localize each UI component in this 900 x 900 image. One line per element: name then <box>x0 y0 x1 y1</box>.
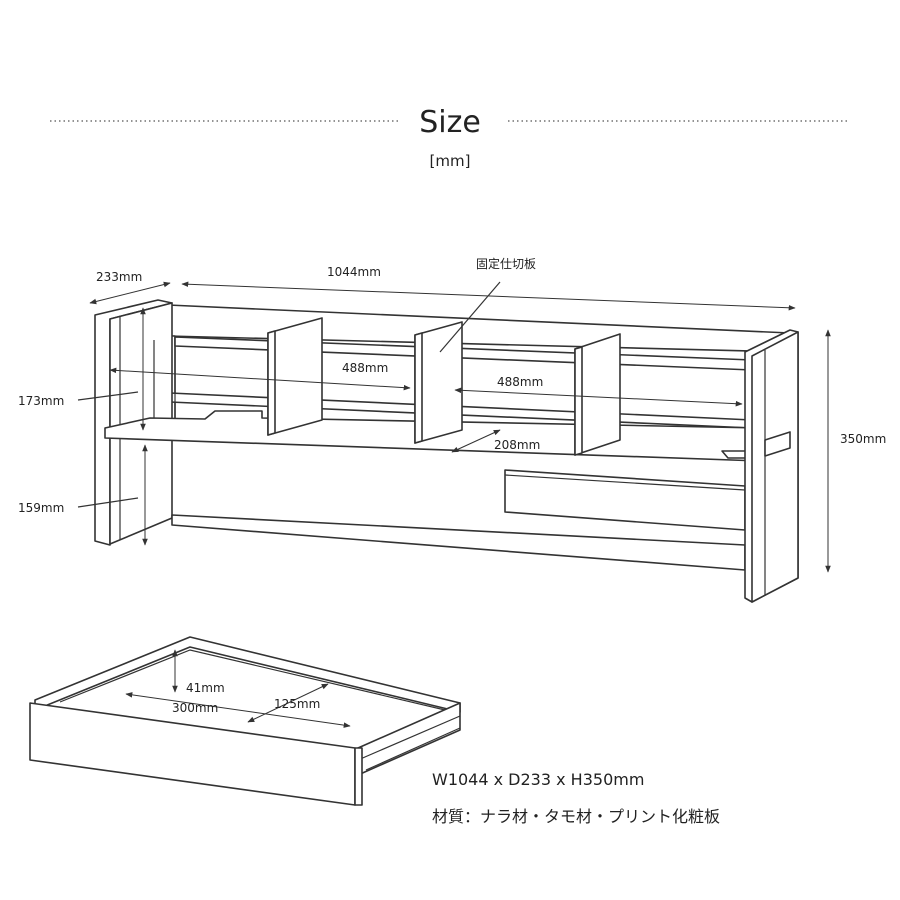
unit-label: [mm] <box>430 152 471 170</box>
label-upper-height: 173mm <box>18 394 64 408</box>
label-compartment-right: 488mm <box>497 375 543 389</box>
drawer-right-wall <box>357 702 461 776</box>
dim-compartment-left-line <box>109 367 411 391</box>
label-fixed-partition: 固定仕切板 <box>476 256 536 271</box>
shelf-illustration <box>94 299 799 603</box>
dim-compartment-right-line <box>454 387 743 407</box>
drawer-illustration <box>29 636 461 806</box>
label-drawer-depth: 125mm <box>274 697 320 711</box>
spec-material: 材質：ナラ材・タモ材・プリント化粧板 <box>432 807 720 826</box>
label-shelf-depth: 208mm <box>494 438 540 452</box>
drawer-front-panel <box>29 702 356 806</box>
dim-depth-line <box>89 281 171 305</box>
page-title: Size <box>419 105 481 140</box>
spec-dimensions: W1044 x D233 x H350mm <box>432 770 644 789</box>
drawer-front <box>504 469 746 531</box>
label-lower-height: 159mm <box>18 501 64 515</box>
label-compartment-left: 488mm <box>342 361 388 375</box>
label-width: 1044mm <box>327 265 381 279</box>
leader-fixed-partition <box>439 281 501 353</box>
drawer-back-wall <box>34 636 461 713</box>
dim-drawer-depth-line <box>247 683 329 723</box>
label-total-height: 350mm <box>840 432 886 446</box>
leader-173 <box>77 391 139 401</box>
dim-shelf-depth-line <box>451 429 501 453</box>
label-drawer-width: 300mm <box>172 701 218 715</box>
partition-left <box>267 317 323 436</box>
label-depth: 233mm <box>96 270 142 284</box>
leader-159 <box>77 497 139 508</box>
label-drawer-height: 41mm <box>186 681 225 695</box>
